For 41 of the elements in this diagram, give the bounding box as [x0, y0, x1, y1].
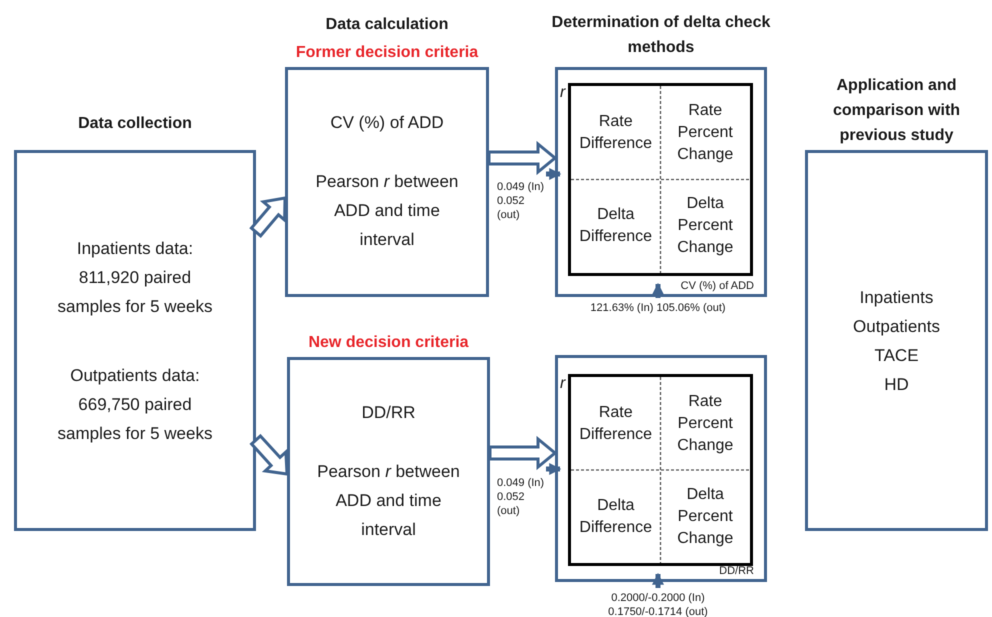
body-text: HD [883, 374, 910, 396]
edge-label: 0.049 (In) 0.052 (out) [497, 180, 546, 222]
panel-box [555, 355, 767, 582]
block-arrow [249, 196, 287, 238]
edge-label: 121.63% (In) 105.06% (out) [589, 301, 727, 315]
edge-label: 0.049 (In) 0.052 (out) [497, 476, 546, 518]
heading: Data collection [77, 114, 193, 134]
cell-label: Rate Percent Change [676, 100, 734, 165]
body-text: Inpatients [858, 286, 934, 308]
arrow [652, 572, 664, 588]
body-text: Pearson r between ADD and time interval [314, 171, 460, 251]
body-text: Inpatients data: 811,920 paired samples for 5 weeks [56, 238, 214, 318]
axis-label: DD/RR [719, 565, 754, 578]
edge-label: 0.2000/-0.2000 (In) 0.1750/-0.1714 (out) [607, 591, 709, 617]
body-text: DD/RR [360, 402, 416, 424]
cell-label: Delta Difference [578, 205, 654, 248]
heading: Data calculation [324, 15, 450, 35]
arrow [546, 463, 562, 475]
block-arrow [249, 434, 289, 476]
arrow [546, 168, 562, 180]
block-arrow [488, 140, 558, 176]
arrow [652, 282, 664, 298]
body-text: CV (%) of ADD [329, 112, 445, 134]
cell-label: Rate Difference [578, 402, 654, 444]
body-text: Outpatients [852, 316, 941, 338]
cell-label: Rate Percent Change [676, 392, 734, 456]
cell-label: Delta Difference [578, 496, 654, 538]
body-text: Pearson r between ADD and time interval [316, 461, 461, 541]
body-text: TACE [873, 344, 920, 366]
heading: Former decision criteria [294, 43, 480, 63]
heading: Application and comparison with previous study [832, 76, 962, 146]
heading: New decision criteria [307, 333, 470, 353]
heading: Determination of delta check methods [550, 13, 772, 58]
cell-label: Rate Difference [578, 112, 654, 154]
block-arrow [488, 436, 558, 470]
axis-label: r [560, 375, 566, 393]
cell-label: Delta Percent Change [676, 484, 734, 548]
cell-label: Delta Percent Change [676, 194, 734, 258]
body-text: Outpatients data: 669,750 paired samples for 5 weeks [56, 364, 214, 444]
axis-label: CV (%) of ADD [680, 280, 754, 293]
axis-label: r [560, 84, 566, 102]
